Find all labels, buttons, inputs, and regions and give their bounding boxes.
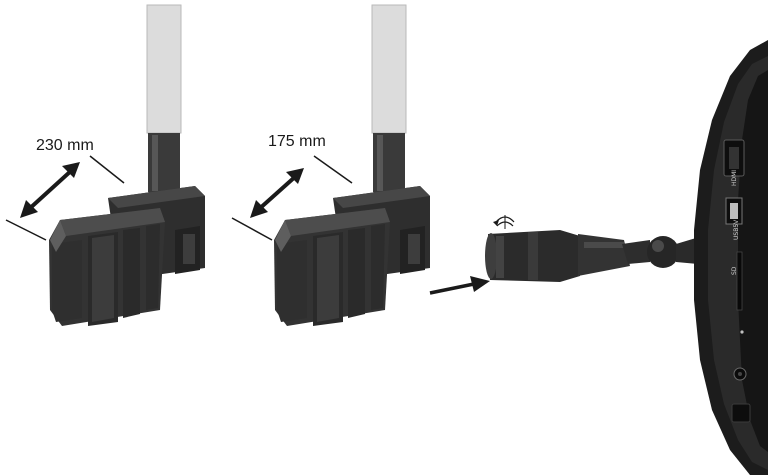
sd-card-slot[interactable] bbox=[736, 251, 743, 311]
usb-port[interactable] bbox=[725, 197, 743, 225]
dimension-line-right-1 bbox=[231, 217, 273, 241]
usb-label: USB5V bbox=[733, 219, 740, 240]
sd-label: SD bbox=[731, 266, 738, 275]
mount-small: 175 mm bbox=[231, 4, 430, 326]
dimension-label-230: 230 mm bbox=[36, 137, 94, 154]
hdmi-label: HDMI bbox=[731, 170, 738, 186]
headphone-jack[interactable] bbox=[733, 367, 747, 381]
hdmi-port[interactable] bbox=[723, 139, 745, 177]
release-lever-icon bbox=[493, 215, 515, 229]
dimension-arrow-right bbox=[256, 174, 298, 212]
headrest-pole-left bbox=[146, 4, 182, 134]
monitor: HDMI USB5V SD bbox=[694, 40, 768, 475]
headrest-pole-right bbox=[371, 4, 407, 134]
bottom-slot bbox=[731, 403, 751, 423]
mount-large: 230 mm bbox=[5, 4, 205, 326]
monitor-bracket bbox=[485, 215, 698, 282]
dimension-line-right-2 bbox=[313, 155, 353, 184]
dimension-line-left-2 bbox=[89, 155, 125, 184]
dimension-line-left-1 bbox=[5, 219, 47, 241]
ball-joint bbox=[647, 236, 679, 268]
insert-arrow bbox=[429, 276, 490, 295]
dimension-label-175: 175 mm bbox=[268, 133, 326, 150]
power-led bbox=[740, 330, 744, 334]
dimension-arrow-left bbox=[26, 168, 74, 212]
